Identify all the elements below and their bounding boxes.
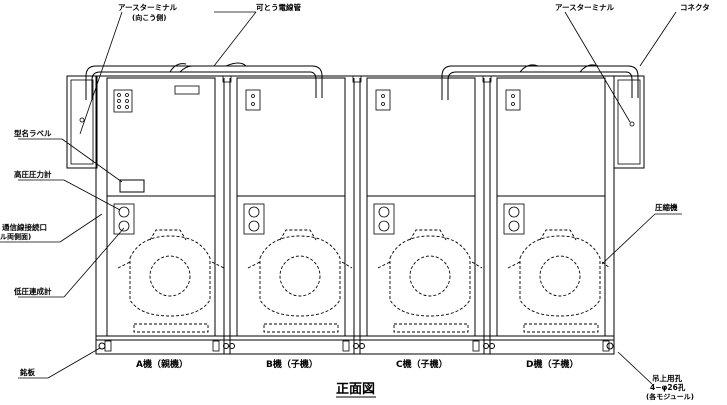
module-a-compressor xyxy=(117,229,225,333)
module-d-caption: D機（子機） xyxy=(526,358,578,370)
module-panels xyxy=(106,77,611,337)
module-b-compressor xyxy=(247,229,353,333)
label-lifting-hole-spec: 4−φ26孔 xyxy=(650,382,686,392)
label-compressor: 圧縮機 xyxy=(655,202,678,212)
label-high-pressure-gauge: 高圧圧力計 xyxy=(14,169,52,179)
label-low-pressure-gauge: 低圧連成計 xyxy=(13,286,52,296)
left-side-box xyxy=(66,75,98,169)
label-comm-line-port-sub: ル両側面) xyxy=(0,232,31,241)
leader-lines xyxy=(0,11,682,385)
base-rail xyxy=(98,340,614,352)
label-model-label: 型名ラベル xyxy=(14,128,52,138)
view-title: 正面図 xyxy=(336,382,375,397)
module-dividers xyxy=(222,75,492,354)
label-lifting-hole-sub: (各モジュール) xyxy=(646,392,694,401)
label-earth-terminal-left: アースターミナル xyxy=(118,2,178,12)
module-b-caption: B機（子機） xyxy=(266,358,318,370)
lifting-hole-right xyxy=(606,342,614,350)
right-side-box xyxy=(613,75,645,169)
module-d-compressor xyxy=(507,229,611,333)
label-comm-line-port: 通信線接続口 xyxy=(2,222,47,232)
label-nameplate: 銘板 xyxy=(20,367,35,377)
module-a-caption: A機（親機） xyxy=(136,358,188,370)
label-connector: コネクタ xyxy=(680,2,710,12)
module-a-panel xyxy=(106,77,216,337)
flexible-conduit-piping xyxy=(85,62,639,100)
module-c-caption: C機（子機） xyxy=(396,358,448,370)
label-earth-terminal-right: アースターミナル xyxy=(555,2,615,12)
module-d-panel xyxy=(496,77,606,337)
label-earth-terminal-left-sub: (向こう側) xyxy=(132,13,166,22)
model-label-plate xyxy=(119,179,145,193)
module-b-panel xyxy=(236,77,346,337)
module-c-panel xyxy=(366,77,476,337)
label-lifting-hole: 吊上用孔 xyxy=(652,373,682,383)
label-flexible-conduit: 可とう電線管 xyxy=(256,2,301,12)
module-c-compressor xyxy=(377,229,483,333)
